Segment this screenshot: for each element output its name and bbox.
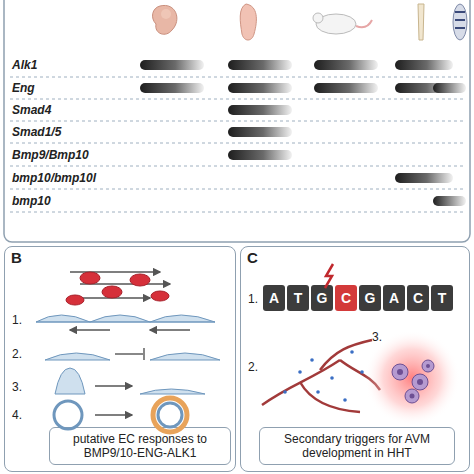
base-letter: T bbox=[294, 290, 303, 306]
base-letter: C bbox=[341, 290, 351, 306]
dna-base: C bbox=[407, 285, 429, 311]
dna-base: G bbox=[359, 285, 381, 311]
base-letter: A bbox=[269, 290, 279, 306]
callout-number: 4. bbox=[12, 408, 22, 422]
base-letter: G bbox=[317, 290, 328, 306]
gene-label: Bmp9/Bmp10 bbox=[12, 148, 89, 162]
base-letter: C bbox=[413, 290, 423, 306]
gene-label: bmp10/bmp10l bbox=[12, 171, 96, 185]
caption-text: putative EC responses to BMP9/10-ENG-ALK… bbox=[54, 432, 226, 460]
panel-letter: C bbox=[247, 249, 258, 266]
callout-number: 1. bbox=[12, 313, 22, 327]
callout-number: 3. bbox=[12, 380, 22, 394]
gene-label: bmp10 bbox=[12, 194, 51, 208]
caption-text: Secondary triggers for AVM development i… bbox=[264, 432, 450, 460]
callout-number: 2. bbox=[248, 360, 258, 374]
species-icons bbox=[153, 4, 467, 40]
gene-label: Smad1/5 bbox=[12, 125, 61, 139]
gene-label: Eng bbox=[12, 81, 35, 95]
callout-number: 1. bbox=[248, 292, 258, 306]
gene-label: Alk1 bbox=[12, 58, 37, 72]
base-letter: G bbox=[365, 290, 376, 306]
dna-base: A bbox=[383, 285, 405, 311]
dna-base: A bbox=[263, 285, 285, 311]
panel-letter: B bbox=[11, 249, 22, 266]
dna-base: C bbox=[335, 285, 357, 311]
callout-number: 2. bbox=[12, 347, 22, 361]
caption-box: Secondary triggers for AVM development i… bbox=[259, 427, 455, 465]
base-letter: A bbox=[389, 290, 399, 306]
caption-box: putative EC responses to BMP9/10-ENG-ALK… bbox=[49, 427, 231, 465]
gene-label: Smad4 bbox=[12, 103, 51, 117]
dna-base: G bbox=[311, 285, 333, 311]
dna-base: T bbox=[431, 285, 453, 311]
base-letter: T bbox=[438, 290, 447, 306]
callout-number: 3. bbox=[372, 330, 382, 344]
dna-base: T bbox=[287, 285, 309, 311]
